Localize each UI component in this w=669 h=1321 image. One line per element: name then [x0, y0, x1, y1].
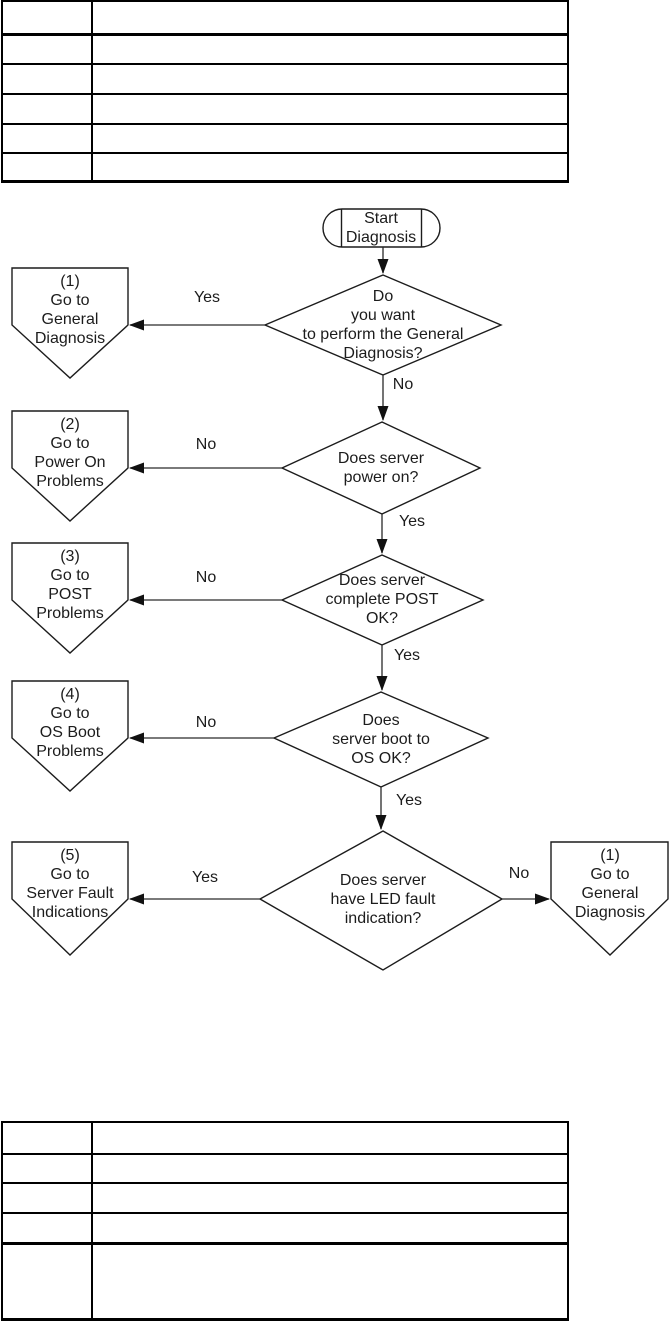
edge-label-no-3: No — [195, 569, 217, 586]
table-cell — [1, 1121, 93, 1155]
table-cell — [91, 1153, 569, 1184]
offpage-2-label: (2) Go to Power On Problems — [34, 416, 106, 490]
table-cell — [1, 1241, 93, 1321]
offpage-6-label: (1) Go to General Diagnosis — [574, 847, 646, 921]
table-row — [1, 63, 569, 95]
table-cell — [1, 63, 93, 95]
offpage-3-label: (3) Go to POST Problems — [36, 548, 104, 622]
table-cell — [1, 0, 93, 36]
table-cell — [91, 1121, 569, 1155]
edge-label-yes-5: Yes — [191, 869, 219, 886]
top-table — [1, 0, 569, 183]
table-cell — [91, 1212, 569, 1244]
table-row — [1, 152, 569, 183]
table-cell — [91, 0, 569, 36]
decision-5-shape — [258, 830, 504, 971]
decision-3-label: Does server complete POST OK? — [325, 572, 439, 627]
table-cell — [91, 63, 569, 95]
table-cell — [91, 1241, 569, 1321]
table-cell — [91, 93, 569, 125]
edge-label-no-2: No — [195, 436, 217, 453]
table-cell — [91, 152, 569, 183]
offpage-1-shape — [11, 267, 129, 379]
edge-label-no-4: No — [195, 714, 217, 731]
table-cell — [91, 33, 569, 65]
table-row — [1, 1212, 569, 1244]
table-row — [1, 1153, 569, 1184]
start-terminator-shape — [322, 208, 441, 248]
table-cell — [1, 123, 93, 154]
decision-2-label: Does server power on? — [337, 450, 425, 486]
table-cell — [1, 152, 93, 183]
bottom-table — [1, 1121, 569, 1321]
offpage-4-shape — [11, 680, 129, 792]
start-node-label: Start Diagnosis — [345, 210, 417, 246]
table-cell — [1, 1153, 93, 1184]
decision-4-label: Does server boot to OS OK? — [332, 712, 430, 767]
offpage-3-shape — [11, 542, 129, 654]
table-cell — [1, 33, 93, 65]
table-row — [1, 0, 569, 36]
table-cell — [1, 1212, 93, 1244]
edge-label-yes-2: Yes — [398, 513, 426, 530]
table-row — [1, 123, 569, 154]
edge-label-yes-3: Yes — [393, 647, 421, 664]
table-cell — [1, 1182, 93, 1214]
offpage-4-label: (4) Go to OS Boot Problems — [36, 686, 104, 760]
decision-5-label: Does server have LED fault indication? — [330, 872, 436, 927]
table-row — [1, 1121, 569, 1155]
table-row — [1, 1182, 569, 1214]
offpage-2-shape — [11, 410, 129, 522]
table-row — [1, 93, 569, 125]
table-row — [1, 1241, 569, 1321]
edge-label-no-5: No — [508, 865, 530, 882]
table-cell — [91, 1182, 569, 1214]
decision-1-label: Do you want to perform the General Diagn… — [302, 288, 464, 362]
offpage-5-label: (5) Go to Server Fault Indications — [26, 847, 114, 921]
table-cell — [91, 123, 569, 154]
table-cell — [1, 93, 93, 125]
table-row — [1, 33, 569, 65]
edge-label-yes-4: Yes — [395, 792, 423, 809]
offpage-1-label: (1) Go to General Diagnosis — [34, 273, 106, 347]
edge-label-no-1: No — [392, 376, 414, 393]
offpage-5-shape — [11, 841, 129, 956]
offpage-6-shape — [550, 841, 669, 956]
diagnosis-flowchart — [11, 208, 669, 971]
edge-label-yes-1: Yes — [193, 289, 221, 306]
